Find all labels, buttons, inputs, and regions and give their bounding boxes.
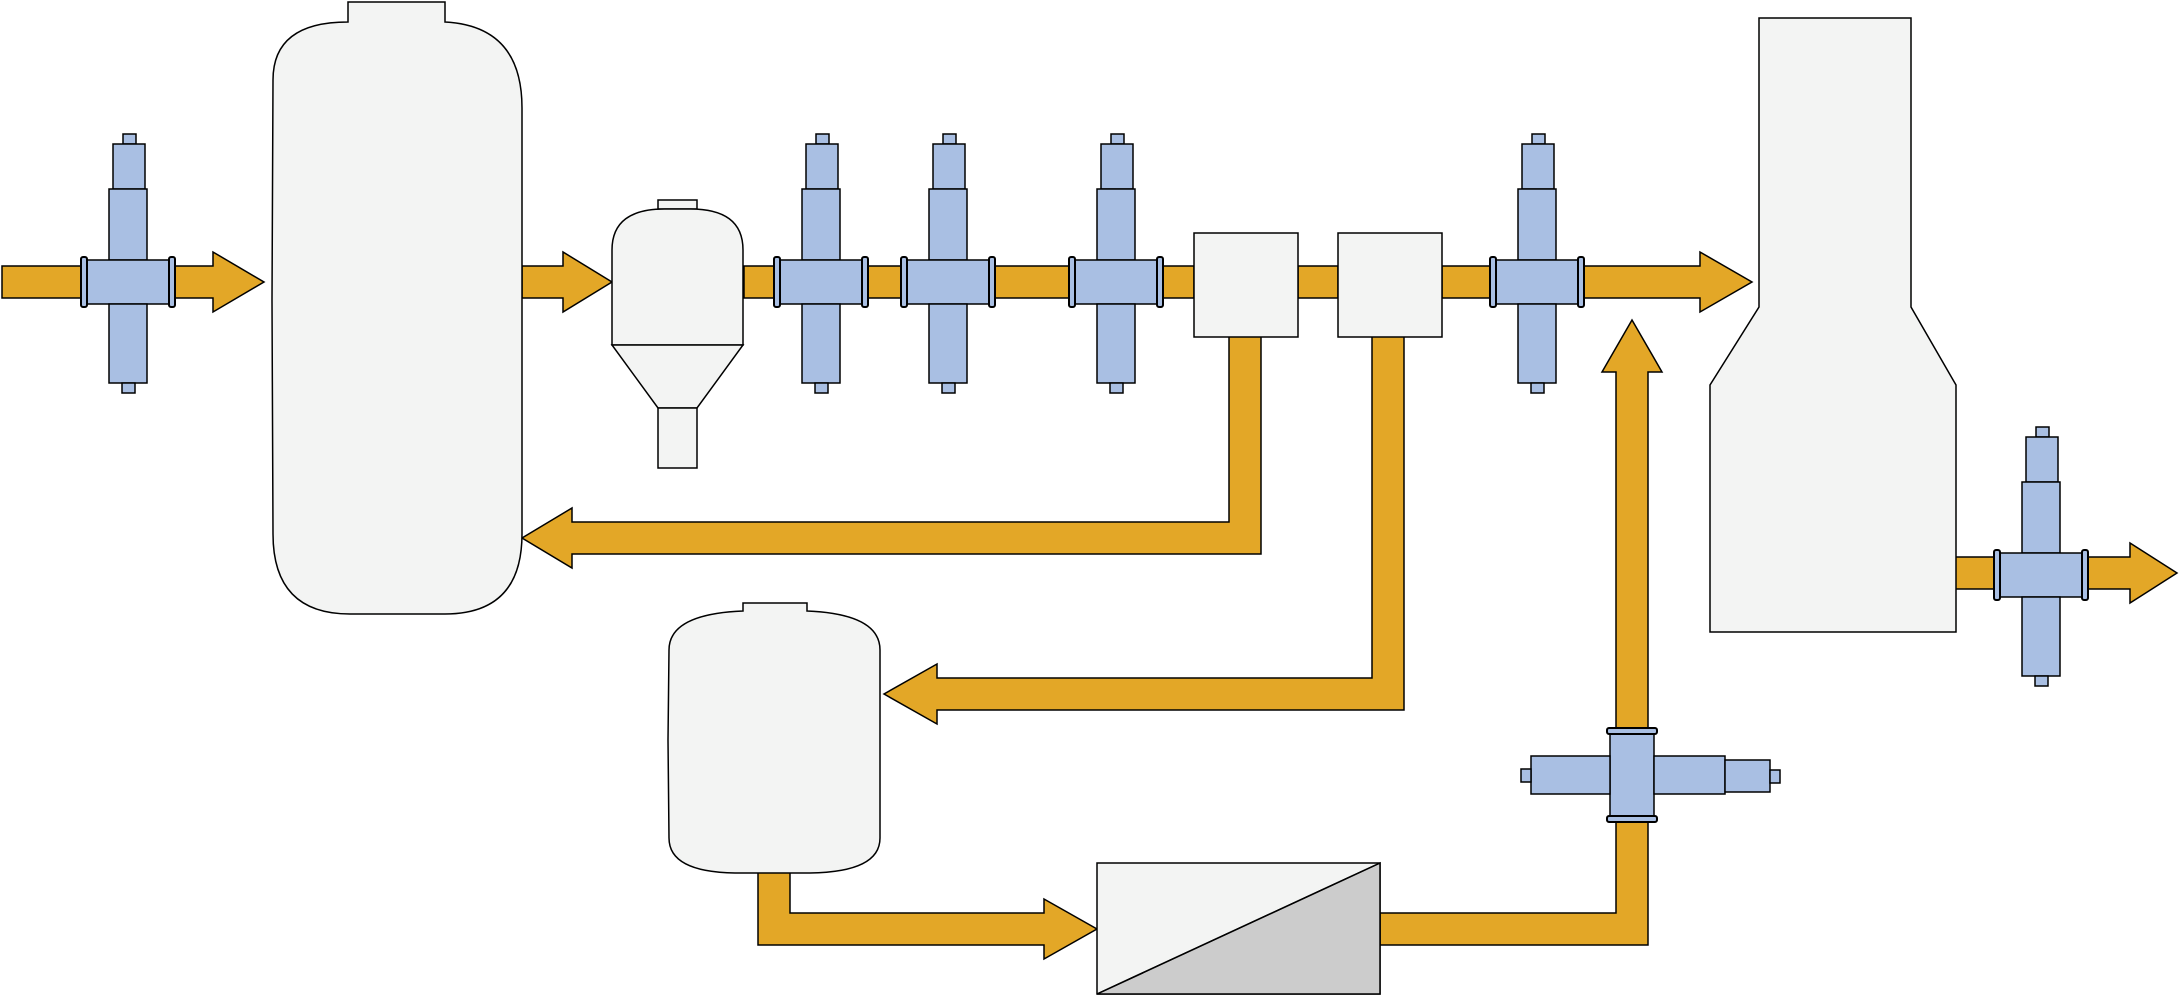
small-tank	[667, 602, 881, 874]
valve-2[interactable]	[773, 133, 869, 394]
recycle-pipe-arrow-1	[520, 335, 1262, 570]
valve-6[interactable]	[1993, 426, 2089, 687]
square-unit-2	[1337, 232, 1443, 338]
tall-vessel	[271, 1, 523, 615]
vessels	[271, 1, 1957, 874]
valve-4[interactable]	[1068, 133, 1164, 394]
pipe-arrow-to-small-tank	[882, 335, 1405, 726]
pipe-arrow-to-column	[1441, 250, 1754, 314]
cyclone-separator	[610, 199, 745, 469]
valve-3[interactable]	[900, 133, 996, 394]
valve-7[interactable]	[1520, 727, 1781, 823]
main-pipe-segment-2	[1297, 265, 1339, 299]
valve-5[interactable]	[1489, 133, 1585, 394]
boxes	[1096, 232, 1443, 995]
pipe-arrow-to-cyclone	[521, 250, 614, 314]
riser-pipe-arrow	[1379, 318, 1664, 946]
valve-1[interactable]	[80, 133, 176, 394]
square-unit-1	[1193, 232, 1299, 338]
tall-column	[1709, 17, 1957, 633]
pipe-arrow-to-split-box	[757, 871, 1099, 961]
split-box	[1096, 861, 1381, 995]
